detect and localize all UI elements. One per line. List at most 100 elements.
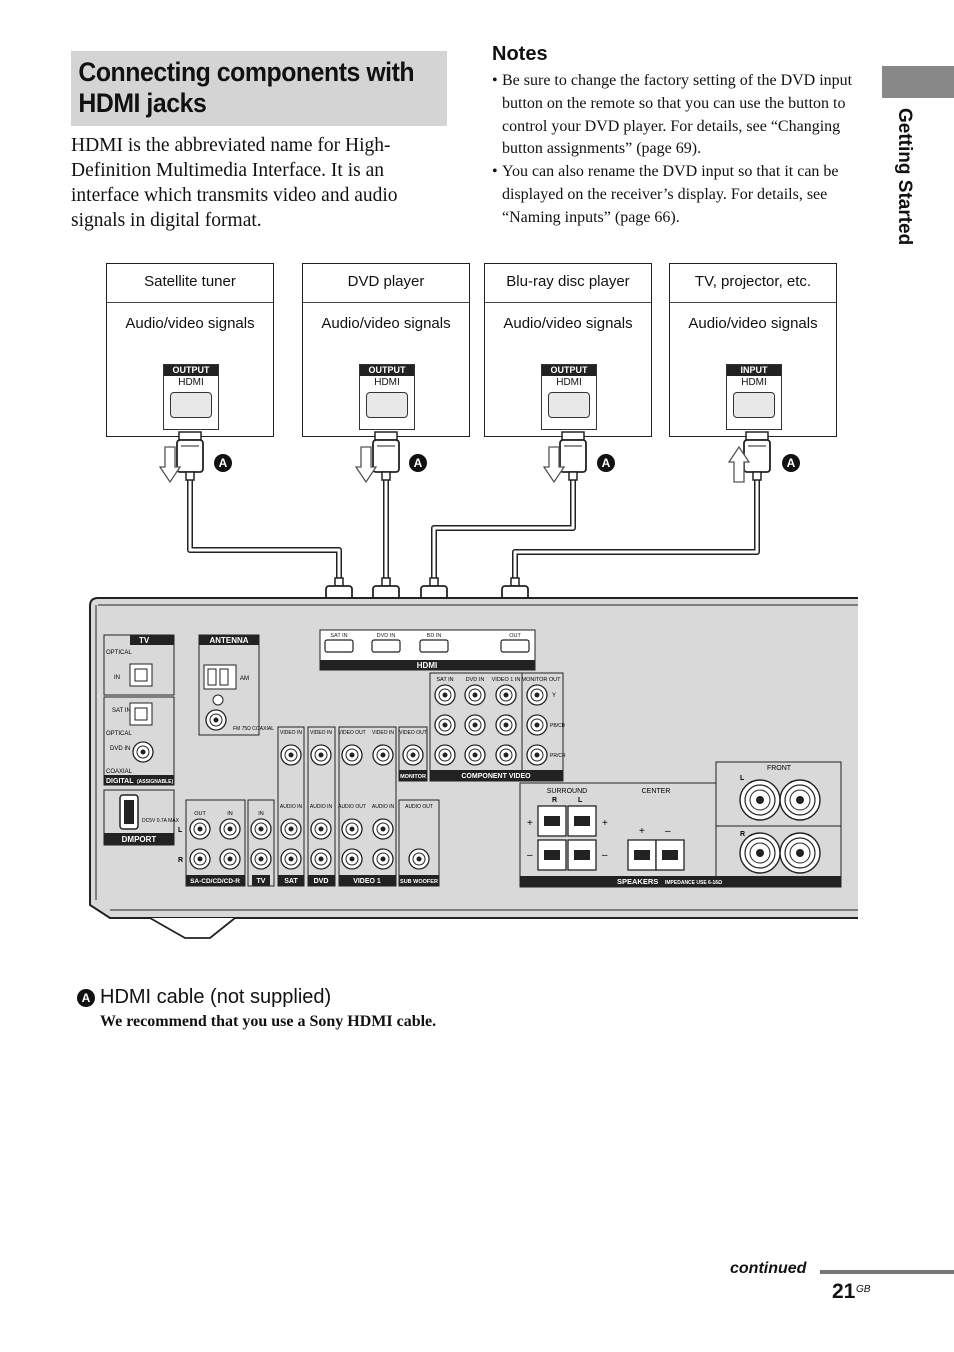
tv-label: TV: [139, 636, 150, 645]
component-tv-projector: TV, projector, etc. Audio/video signals …: [669, 263, 837, 437]
component-name: Satellite tuner: [107, 264, 273, 303]
hdmi-port: OUTPUT HDMI: [359, 364, 415, 430]
page-title: Connecting components with HDMI jacks: [78, 57, 415, 118]
hdmi-port: OUTPUT HDMI: [163, 364, 219, 430]
hdmi-port-label: OUT: [509, 633, 521, 639]
component-signal: Audio/video signals: [321, 315, 451, 332]
surround-label: SURROUND: [547, 788, 587, 795]
component-col-label: SAT IN: [436, 677, 453, 683]
in-label: IN: [258, 811, 264, 817]
hdmi-port-label: BD IN: [427, 633, 442, 639]
svg-text:+: +: [602, 818, 608, 829]
impedance-label: IMPEDANCE USE 6-16Ω: [665, 880, 722, 886]
legend-title: HDMI cable (not supplied): [100, 986, 332, 1008]
audio-in-label: AUDIO IN: [372, 804, 395, 810]
port-tag: OUTPUT: [360, 365, 414, 376]
fm-label: FM 75Ω COAXIAL: [233, 726, 274, 732]
port-tag: OUTPUT: [164, 365, 218, 376]
video-out-label: VIDEO OUT: [399, 730, 427, 736]
continued-rule: [820, 1270, 954, 1274]
component-signal: Audio/video signals: [503, 315, 633, 332]
port-name: HDMI: [374, 377, 400, 388]
hdmi-socket-icon: [733, 392, 775, 418]
component-video-label: COMPONENT VIDEO: [461, 773, 531, 780]
svg-text:+: +: [527, 818, 533, 829]
svg-text:+: +: [639, 826, 645, 837]
component-bluray-player: Blu-ray disc player Audio/video signals …: [484, 263, 652, 437]
port-name: HDMI: [741, 377, 767, 388]
cable-badge: A: [214, 454, 232, 472]
section-label: Getting Started: [894, 108, 915, 246]
right-channel-label: R: [178, 857, 183, 864]
intro-paragraph: HDMI is the abbreviated name for High-De…: [71, 135, 398, 231]
component-row-label: Y: [552, 693, 556, 699]
port-tag: INPUT: [727, 365, 781, 376]
sat-in-label: SAT IN: [112, 708, 131, 714]
antenna-label: ANTENNA: [209, 636, 248, 645]
dmport-label: DMPORT: [122, 835, 157, 844]
assignable-label: (ASSIGNABLE): [137, 779, 173, 785]
title-box: Connecting components with HDMI jacks: [71, 51, 447, 126]
hdmi-socket-icon: [548, 392, 590, 418]
left-channel-label: L: [740, 775, 745, 782]
dvd-in-label: DVD IN: [110, 746, 130, 752]
component-name: Blu-ray disc player: [485, 264, 651, 303]
group-label: DVD: [314, 878, 329, 885]
right-channel-label: R: [552, 797, 557, 804]
notes-list: Be sure to change the factory setting of…: [492, 70, 874, 230]
hdmi-socket-icon: [170, 392, 212, 418]
svg-text:–: –: [527, 850, 533, 861]
digital-label: DIGITAL: [106, 778, 134, 785]
note-item: You can also rename the DVD input so tha…: [492, 161, 874, 229]
dmport-spec: DC5V 0.7A MAX: [142, 818, 180, 824]
speakers-label: SPEAKERS: [617, 877, 658, 886]
component-name: TV, projector, etc.: [670, 264, 836, 303]
video-out-label: VIDEO OUT: [338, 730, 366, 736]
hdmi-port: INPUT HDMI: [726, 364, 782, 430]
audio-in-label: AUDIO IN: [280, 804, 303, 810]
svg-text:–: –: [602, 850, 608, 861]
left-channel-label: L: [178, 827, 183, 834]
component-col-label: DVD IN: [466, 677, 485, 683]
out-label: OUT: [194, 811, 206, 817]
port-name: HDMI: [556, 377, 582, 388]
section-tab: [882, 66, 954, 98]
in-label: IN: [114, 675, 120, 681]
video-in-label: VIDEO IN: [310, 730, 332, 736]
component-signal: Audio/video signals: [688, 315, 818, 332]
audio-in-label: AUDIO IN: [310, 804, 333, 810]
page-number: 21: [832, 1280, 856, 1303]
coaxial-label: COAXIAL: [106, 769, 133, 775]
center-label: CENTER: [642, 788, 671, 795]
hdmi-socket-icon: [366, 392, 408, 418]
audio-out-label: AUDIO OUT: [338, 804, 366, 810]
cable-badge: A: [77, 989, 95, 1007]
hdmi-port-label: DVD IN: [377, 633, 396, 639]
group-label: SA-CD/CD/CD-R: [190, 878, 240, 885]
port-tag: OUTPUT: [542, 365, 596, 376]
cable-badge: A: [409, 454, 427, 472]
component-col-label: VIDEO 1 IN: [492, 677, 521, 683]
component-name: DVD player: [303, 264, 469, 303]
component-row-label: PR/CR: [550, 753, 566, 759]
hdmi-port: OUTPUT HDMI: [541, 364, 597, 430]
audio-out-label: AUDIO OUT: [405, 804, 433, 810]
page-suffix: GB: [856, 1284, 871, 1295]
cable-badge: A: [597, 454, 615, 472]
legend-note: We recommend that you use a Sony HDMI ca…: [100, 1013, 437, 1030]
right-channel-label: R: [740, 831, 745, 838]
video-in-label: VIDEO IN: [280, 730, 302, 736]
port-name: HDMI: [178, 377, 204, 388]
cable-badge: A: [782, 454, 800, 472]
in-label: IN: [227, 811, 233, 817]
group-label: SUB WOOFER: [400, 879, 438, 885]
front-label: FRONT: [767, 765, 792, 772]
optical-label: OPTICAL: [106, 650, 132, 656]
optical-label: OPTICAL: [106, 731, 132, 737]
hdmi-panel-label: HDMI: [417, 661, 437, 670]
component-row-label: PB/CB: [550, 723, 566, 729]
monitor-label: MONITOR: [400, 774, 426, 780]
component-signal: Audio/video signals: [125, 315, 255, 332]
continued-label: continued: [730, 1260, 807, 1277]
component-col-label: MONITOR OUT: [521, 677, 561, 683]
